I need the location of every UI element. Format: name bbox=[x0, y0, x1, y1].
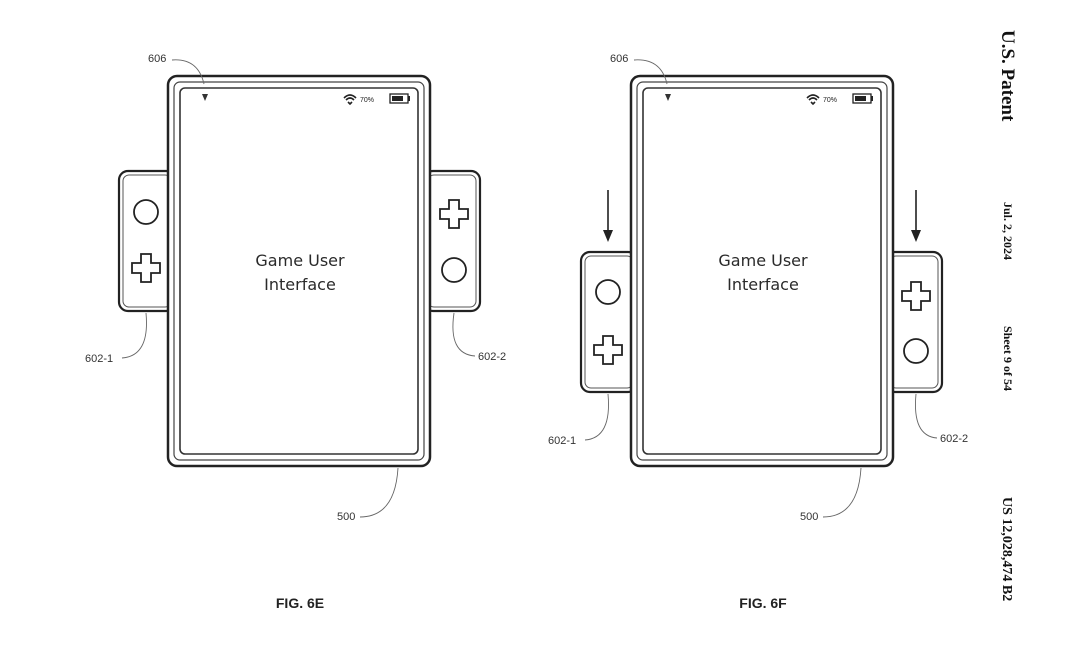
patent-header: U.S. Patent Jul. 2, 2024 Sheet 9 of 54 U… bbox=[997, 30, 1018, 601]
ref-label-602-1: 602-1 bbox=[85, 353, 113, 365]
down-arrow-icon bbox=[911, 190, 921, 242]
ref-label-602-2: 602-2 bbox=[478, 351, 506, 363]
battery-icon bbox=[852, 93, 873, 104]
action-button-icon bbox=[595, 279, 621, 305]
ref-label-602-1: 602-1 bbox=[548, 435, 576, 447]
screen-title-line2: Interface bbox=[727, 275, 799, 294]
action-button-icon bbox=[903, 338, 929, 364]
right-controller bbox=[422, 169, 482, 313]
ref-label-606: 606 bbox=[148, 53, 166, 65]
patent-date: Jul. 2, 2024 bbox=[1001, 202, 1015, 260]
indicator-arrow-icon bbox=[202, 94, 208, 101]
battery-percentage: 70% bbox=[823, 97, 837, 104]
right-controller bbox=[884, 250, 944, 394]
device: 70% Game User Interface bbox=[629, 74, 895, 468]
down-arrow-icon bbox=[603, 190, 613, 242]
action-button-icon bbox=[133, 199, 159, 225]
patent-title: U.S. Patent bbox=[997, 30, 1018, 122]
ref-label-602-2: 602-2 bbox=[940, 433, 968, 445]
figure-6e: 70% Game User Interface 606 602-1 602-2 … bbox=[85, 53, 506, 611]
left-controller bbox=[579, 250, 639, 394]
patent-number: US 12,028,474 B2 bbox=[999, 497, 1014, 601]
figure-caption: FIG. 6E bbox=[276, 595, 324, 611]
figure-caption: FIG. 6F bbox=[739, 595, 787, 611]
screen-title-line1: Game User bbox=[718, 251, 808, 270]
battery-icon bbox=[389, 93, 410, 104]
screen-title-line1: Game User bbox=[255, 251, 345, 270]
left-controller bbox=[117, 169, 177, 313]
ref-label-500: 500 bbox=[800, 511, 818, 523]
screen-title-line2: Interface bbox=[264, 275, 336, 294]
indicator-arrow-icon bbox=[665, 94, 671, 101]
figure-6f: 70% Game User Interface 606 602-1 602-2 … bbox=[548, 53, 968, 611]
device: 70% Game User Interface bbox=[166, 74, 432, 468]
patent-sheet: Sheet 9 of 54 bbox=[1001, 326, 1015, 391]
battery-percentage: 70% bbox=[360, 97, 374, 104]
wifi-icon bbox=[806, 94, 820, 106]
ref-label-500: 500 bbox=[337, 511, 355, 523]
action-button-icon bbox=[441, 257, 467, 283]
wifi-icon bbox=[343, 94, 357, 106]
ref-label-606: 606 bbox=[610, 53, 628, 65]
